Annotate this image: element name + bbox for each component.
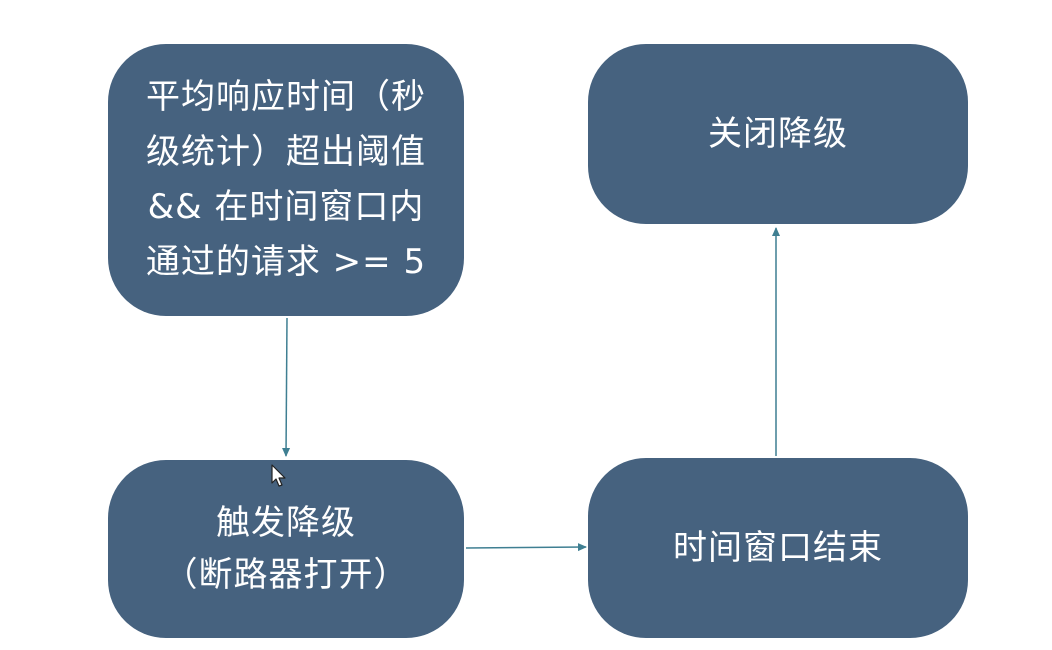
node-condition-text: 平均响应时间（秒 级统计）超出阈值 && 在时间窗口内 通过的请求 >= 5 — [146, 70, 426, 290]
node-close-degrade: 关闭降级 — [588, 44, 968, 224]
node-condition-line-2: 级统计）超出阈值 — [145, 132, 426, 172]
node-condition-line-3: && 在时间窗口内 — [147, 187, 425, 227]
node-trigger-line-2: （断路器打开） — [163, 555, 409, 595]
node-close-label: 关闭降级 — [708, 114, 848, 154]
node-window-end-label: 时间窗口结束 — [673, 528, 883, 568]
node-condition: 平均响应时间（秒 级统计）超出阈值 && 在时间窗口内 通过的请求 >= 5 — [108, 44, 464, 316]
node-trigger-text: 触发降级 （断路器打开） — [164, 497, 409, 601]
mouse-cursor-icon — [271, 464, 286, 487]
node-trigger-line-1: 触发降级 — [216, 503, 356, 543]
node-condition-line-4: 通过的请求 >= 5 — [145, 242, 427, 282]
edge-trigger-to-window-end — [465, 543, 587, 552]
node-window-end: 时间窗口结束 — [588, 458, 968, 638]
node-trigger-degrade: 触发降级 （断路器打开） — [108, 460, 464, 638]
edge-condition-to-trigger — [282, 317, 291, 457]
node-condition-line-1: 平均响应时间（秒 — [145, 77, 426, 117]
